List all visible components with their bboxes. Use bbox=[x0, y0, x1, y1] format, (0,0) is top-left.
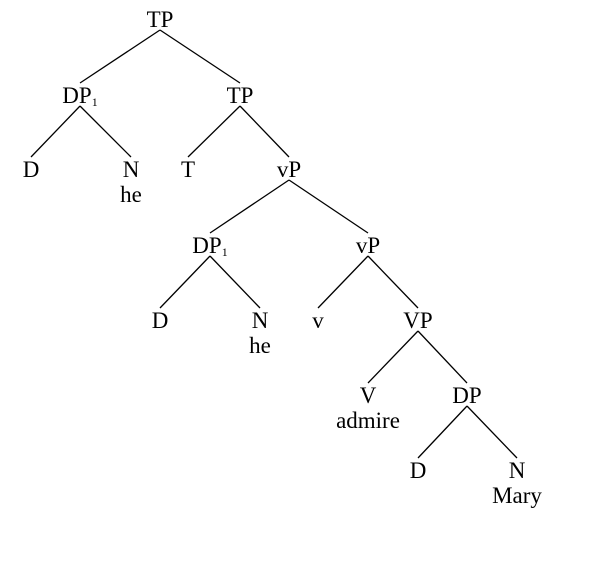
node-vp-1-1-1-1-category: VP bbox=[403, 308, 432, 333]
node-n-1-1-0-1-word: he bbox=[249, 333, 271, 358]
node-v-1-1-1-0-category: v bbox=[312, 308, 324, 333]
node-dp-0-index: 1 bbox=[92, 95, 98, 109]
edge-0-to-0-0 bbox=[30, 105, 81, 158]
node-n-1-1-1-1-1-1-word: Mary bbox=[492, 483, 542, 508]
edge-1-1-1-to-1-1-1-1 bbox=[367, 255, 419, 309]
node-d-1-1-1-1-1-0-category: D bbox=[410, 458, 427, 483]
node-v-1-1-1-0-label: v bbox=[312, 308, 324, 333]
edge-1-1-to-1-1-1 bbox=[288, 179, 369, 234]
node-dp-0-label: DP1 bbox=[62, 83, 97, 109]
node-dp-1-1-1-1-1-category: DP bbox=[452, 383, 481, 408]
node-vp-1-1-1-1-label: VP bbox=[403, 308, 432, 333]
edge-1-1-to-1-1-0 bbox=[209, 179, 290, 234]
edge-1-to-1-1 bbox=[239, 105, 290, 158]
node-dp-0-category: DP bbox=[62, 83, 91, 108]
node-n-0-1-label: N bbox=[123, 157, 140, 182]
node-dp-1-1-1-1-1-label: DP bbox=[452, 383, 481, 408]
tree-edges bbox=[30, 29, 518, 459]
node-tp-1-label: TP bbox=[227, 83, 254, 108]
edge-1-1-1-1-1-to-1-1-1-1-1-1 bbox=[466, 405, 518, 459]
edge-1-1-1-1-to-1-1-1-1-1 bbox=[417, 330, 468, 384]
node-dp-1-1-0-index: 1 bbox=[222, 245, 228, 259]
node-vp-1-1-label: vP bbox=[277, 157, 301, 182]
edge-1-1-0-to-1-1-0-1 bbox=[209, 255, 261, 309]
edge-1-1-1-1-to-1-1-1-1-0 bbox=[367, 330, 419, 384]
node-tp-root-label: TP bbox=[147, 7, 174, 32]
node-dp-1-1-0-label: DP1 bbox=[192, 233, 227, 259]
node-d-1-1-1-1-1-0-label: D bbox=[410, 458, 427, 483]
node-v-1-1-1-1-0-label: V bbox=[360, 383, 377, 408]
node-t-1-0-category: T bbox=[181, 157, 195, 182]
edge-root-to-0 bbox=[79, 29, 161, 84]
node-n-0-1-category: N bbox=[123, 157, 140, 182]
edge-root-to-1 bbox=[159, 29, 241, 84]
node-dp-1-1-0-category: DP bbox=[192, 233, 221, 258]
edge-1-1-1-to-1-1-1-0 bbox=[317, 255, 369, 309]
node-vp-1-1-1-label: vP bbox=[356, 233, 380, 258]
node-d-0-0-category: D bbox=[23, 157, 40, 182]
edge-0-to-0-1 bbox=[79, 105, 132, 158]
node-n-1-1-0-1-category: N bbox=[252, 308, 269, 333]
edge-1-1-0-to-1-1-0-0 bbox=[159, 255, 211, 309]
edge-1-to-1-0 bbox=[187, 105, 241, 158]
node-n-0-1-word: he bbox=[120, 182, 142, 207]
node-v-1-1-1-1-0-word: admire bbox=[336, 408, 400, 433]
edge-1-1-1-1-1-to-1-1-1-1-1-0 bbox=[417, 405, 468, 459]
node-n-1-1-1-1-1-1-category: N bbox=[509, 458, 526, 483]
node-tp-root-category: TP bbox=[147, 7, 174, 32]
node-tp-1-category: TP bbox=[227, 83, 254, 108]
node-d-1-1-0-0-category: D bbox=[152, 308, 169, 333]
node-vp-1-1-1-category: vP bbox=[356, 233, 380, 258]
node-vp-1-1-category: vP bbox=[277, 157, 301, 182]
node-n-1-1-0-1-label: N bbox=[252, 308, 269, 333]
node-n-1-1-1-1-1-1-label: N bbox=[509, 458, 526, 483]
node-v-1-1-1-1-0-category: V bbox=[360, 383, 377, 408]
node-d-1-1-0-0-label: D bbox=[152, 308, 169, 333]
node-t-1-0-label: T bbox=[181, 157, 195, 182]
node-d-0-0-label: D bbox=[23, 157, 40, 182]
